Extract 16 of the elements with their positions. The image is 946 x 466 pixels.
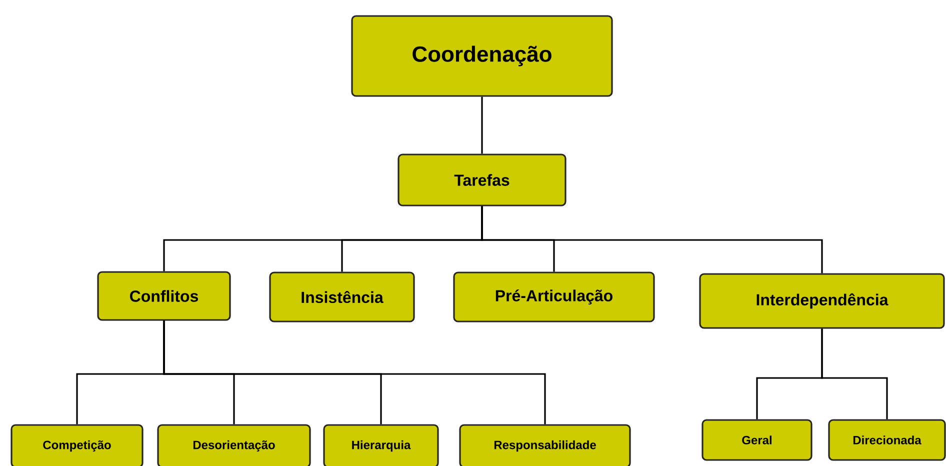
box: Pré-Articulação xyxy=(453,272,655,322)
box: Hierarquia xyxy=(323,424,439,466)
connector xyxy=(481,206,823,274)
connector xyxy=(821,328,888,420)
box: Competição xyxy=(10,424,144,466)
box: Insistência xyxy=(269,272,415,322)
box: Responsabilidade xyxy=(459,424,631,466)
box: Tarefas xyxy=(398,154,566,206)
connector xyxy=(163,320,546,424)
box: Direcionada xyxy=(828,419,946,461)
connector xyxy=(481,96,483,154)
box: Desorientação xyxy=(157,424,311,466)
box: Conflitos xyxy=(97,271,231,321)
box: Geral xyxy=(702,419,812,461)
box: Interdependência xyxy=(699,273,945,329)
box: Coordenação xyxy=(351,15,613,97)
